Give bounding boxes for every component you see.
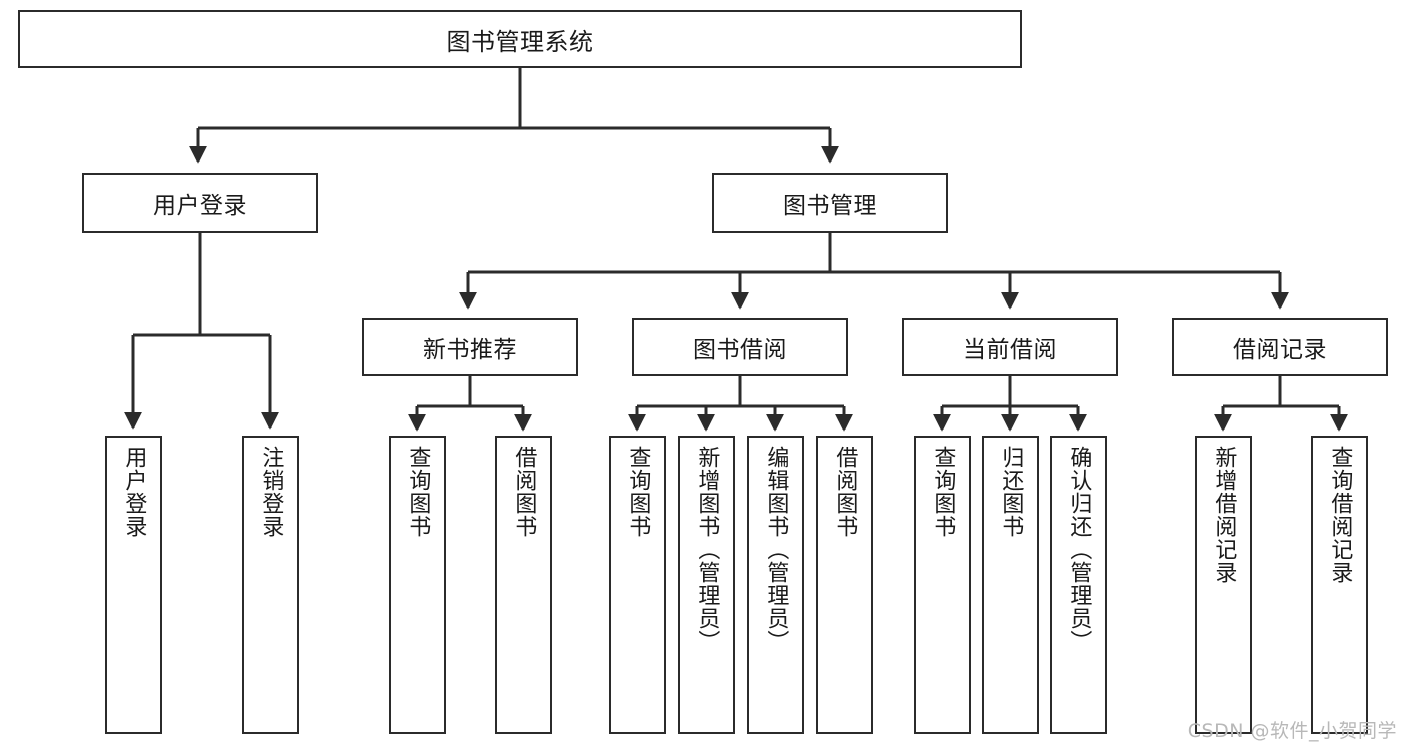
leaf-label: 查询图书 (625, 446, 651, 538)
node-book-borrow[interactable]: 图书借阅 (632, 318, 848, 376)
leaf-label: 注销登录 (258, 446, 284, 538)
leaf-user-login-logout[interactable]: 注销登录 (242, 436, 299, 734)
leaf-recommend-borrow-book[interactable]: 借阅图书 (495, 436, 552, 734)
leaf-label: 归还图书 (998, 446, 1024, 538)
leaf-current-confirm-return-admin[interactable]: 确认归还（管理员） (1050, 436, 1107, 734)
leaf-borrow-query-book[interactable]: 查询图书 (609, 436, 666, 734)
leaf-label: 查询借阅记录 (1327, 446, 1353, 584)
node-book-management[interactable]: 图书管理 (712, 173, 948, 233)
leaf-user-login-login[interactable]: 用户登录 (105, 436, 162, 734)
node-new-book-recommend[interactable]: 新书推荐 (362, 318, 578, 376)
leaf-borrow-add-book-admin[interactable]: 新增图书（管理员） (678, 436, 735, 734)
leaf-borrow-edit-book-admin[interactable]: 编辑图书（管理员） (747, 436, 804, 734)
leaf-recommend-query-book[interactable]: 查询图书 (389, 436, 446, 734)
leaf-current-query-book[interactable]: 查询图书 (914, 436, 971, 734)
csdn-watermark: CSDN @软件_小贺同学 (1187, 720, 1397, 742)
leaf-label: 借阅图书 (832, 446, 858, 538)
leaf-record-add-record[interactable]: 新增借阅记录 (1195, 436, 1252, 734)
node-user-login[interactable]: 用户登录 (82, 173, 318, 233)
leaf-label: 查询图书 (930, 446, 956, 538)
leaf-label: 编辑图书（管理员） (763, 446, 789, 653)
leaf-label: 新增图书（管理员） (694, 446, 720, 653)
leaf-label: 用户登录 (121, 446, 147, 538)
leaf-borrow-borrow-book[interactable]: 借阅图书 (816, 436, 873, 734)
node-current-borrow[interactable]: 当前借阅 (902, 318, 1118, 376)
node-root-system[interactable]: 图书管理系统 (18, 10, 1022, 68)
leaf-label: 确认归还（管理员） (1066, 446, 1092, 653)
leaf-record-query-record[interactable]: 查询借阅记录 (1311, 436, 1368, 734)
leaf-current-return-book[interactable]: 归还图书 (982, 436, 1039, 734)
leaf-label: 查询图书 (405, 446, 431, 538)
leaf-label: 新增借阅记录 (1211, 446, 1237, 584)
node-borrow-record[interactable]: 借阅记录 (1172, 318, 1388, 376)
leaf-label: 借阅图书 (511, 446, 537, 538)
